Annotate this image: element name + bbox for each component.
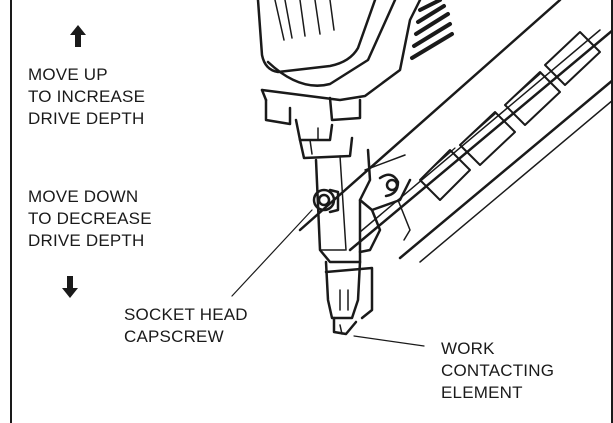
move-down-line-3: DRIVE DEPTH <box>28 231 145 250</box>
move-up-line-1: MOVE UP <box>28 65 108 84</box>
socket-head-capscrew-label: SOCKET HEAD CAPSCREW <box>124 304 248 348</box>
up-arrow-icon <box>70 25 86 47</box>
socket-line-1: SOCKET HEAD <box>124 305 248 324</box>
work-line-2: CONTACTING <box>441 361 555 380</box>
work-line-3: ELEMENT <box>441 383 523 402</box>
frame-border-left <box>10 0 12 423</box>
move-down-line-2: TO DECREASE <box>28 209 152 228</box>
move-up-label: MOVE UP TO INCREASE DRIVE DEPTH <box>28 64 145 130</box>
socket-line-2: CAPSCREW <box>124 327 224 346</box>
move-down-label: MOVE DOWN TO DECREASE DRIVE DEPTH <box>28 186 152 252</box>
move-up-line-2: TO INCREASE <box>28 87 146 106</box>
work-line-1: WORK <box>441 339 495 358</box>
work-contacting-element-label: WORK CONTACTING ELEMENT <box>441 338 554 404</box>
move-down-line-1: MOVE DOWN <box>28 187 139 206</box>
move-up-line-3: DRIVE DEPTH <box>28 109 145 128</box>
frame-border-right <box>611 0 613 423</box>
down-arrow-icon <box>62 276 78 298</box>
